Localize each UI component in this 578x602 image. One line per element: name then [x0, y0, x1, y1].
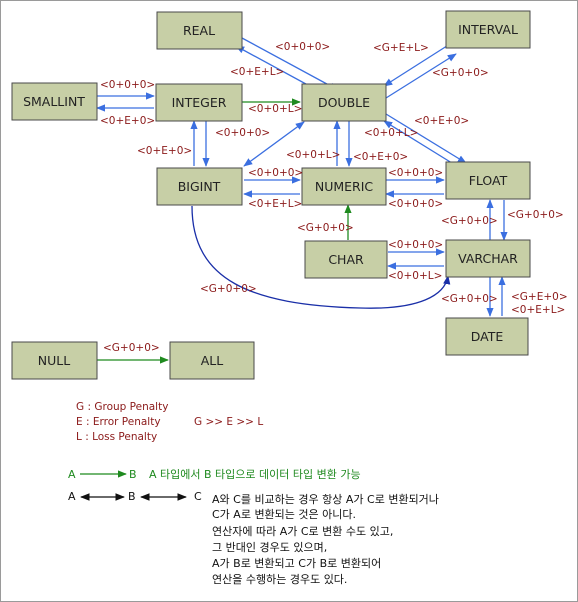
- node-all-label: ALL: [201, 353, 224, 368]
- node-real-label: REAL: [183, 23, 215, 38]
- label-date-to-varchar-1: <G+E+0>: [511, 291, 568, 303]
- edge-real-double: [241, 37, 339, 91]
- nodes: REAL INTERVAL SMALLINT INTEGER DOUBLE BI…: [11, 10, 531, 380]
- label-varchar-to-float: <G+0+0>: [441, 215, 498, 227]
- node-float-label: FLOAT: [469, 173, 508, 188]
- node-numeric: NUMERIC: [301, 167, 387, 206]
- node-double-label: DOUBLE: [318, 95, 370, 110]
- label-integer-to-bigint: <0+0+0>: [215, 127, 270, 139]
- node-interval: INTERVAL: [445, 10, 531, 49]
- legend-black-b: B: [128, 490, 136, 503]
- label-bigint-to-varchar: <G+0+0>: [200, 283, 257, 295]
- edge-double-float: [385, 113, 467, 164]
- label-numeric-to-bigint: <0+E+L>: [248, 198, 302, 210]
- node-double: DOUBLE: [301, 83, 387, 122]
- legend-error-penalty: E : Error Penalty: [76, 416, 161, 428]
- legend-group-penalty: G : Group Penalty: [76, 401, 168, 413]
- node-smallint-label: SMALLINT: [23, 94, 85, 109]
- node-all: ALL: [169, 341, 255, 380]
- label-null-to-all: <G+0+0>: [103, 342, 160, 354]
- node-date-label: DATE: [471, 329, 504, 344]
- node-date: DATE: [445, 317, 529, 356]
- label-date-to-varchar-2: <0+E+L>: [511, 304, 565, 316]
- label-double-to-numeric: <0+E+0>: [353, 151, 408, 163]
- label-smallint-to-integer: <0+0+0>: [100, 79, 155, 91]
- edge-labels: <0+0+0> <0+E+L> <G+E+L> <G+0+0> <0+0+0> …: [100, 41, 568, 354]
- label-varchar-to-char: <0+0+L>: [388, 270, 442, 282]
- legend-black-desc-line-2: C가 A로 변환되는 것은 아니다.: [212, 508, 356, 521]
- label-float-to-double: <0+0+L>: [364, 127, 418, 139]
- edge-interval-double: [383, 43, 451, 87]
- label-double-to-float: <0+E+0>: [414, 115, 469, 127]
- node-varchar-label: VARCHAR: [458, 251, 518, 266]
- legend-green-a: A: [68, 468, 76, 481]
- legend-penalty-order: G >> E >> L: [194, 416, 263, 428]
- node-bigint: BIGINT: [156, 167, 243, 206]
- node-smallint: SMALLINT: [11, 82, 98, 121]
- label-integer-to-smallint: <0+E+0>: [100, 115, 155, 127]
- node-float: FLOAT: [445, 161, 531, 200]
- label-double-to-interval: <G+0+0>: [432, 67, 489, 79]
- node-null: NULL: [11, 341, 98, 380]
- edge-double-interval: [385, 53, 457, 99]
- node-char: CHAR: [304, 240, 388, 279]
- node-char-label: CHAR: [328, 252, 364, 267]
- legend-black-desc-line-6: 연산을 수행하는 경우도 있다.: [212, 572, 347, 586]
- legend-black-a: A: [68, 490, 76, 503]
- legend-black-c: C: [194, 490, 202, 503]
- label-varchar-to-date: <G+0+0>: [441, 293, 498, 305]
- node-numeric-label: NUMERIC: [315, 179, 374, 194]
- node-interval-label: INTERVAL: [458, 22, 518, 37]
- legend-black-desc-line-3: 연산자에 따라 A가 C로 변환 수도 있고,: [212, 525, 393, 538]
- legend-loss-penalty: L : Loss Penalty: [76, 431, 157, 443]
- node-integer: INTEGER: [155, 83, 243, 122]
- legend-black-desc-line-5: A가 B로 변환되고 C가 B로 변환되어: [212, 557, 381, 570]
- label-bigint-to-numeric: <0+0+0>: [248, 167, 303, 179]
- legend: G : Group Penalty E : Error Penalty L : …: [68, 401, 439, 586]
- legend-black-desc-line-1: A와 C를 비교하는 경우 항상 A가 C로 변환되거나: [212, 492, 439, 506]
- label-char-to-numeric: <G+0+0>: [297, 222, 354, 234]
- edge-bigint-double: [243, 121, 305, 167]
- label-char-to-varchar: <0+0+0>: [388, 239, 443, 251]
- label-float-to-numeric: <0+0+0>: [388, 198, 443, 210]
- node-null-label: NULL: [38, 353, 70, 368]
- node-varchar: VARCHAR: [445, 239, 531, 278]
- node-real: REAL: [156, 11, 243, 50]
- legend-black-desc-line-4: 그 반대인 경우도 있으며,: [212, 541, 327, 554]
- label-real-to-double: <0+0+0>: [275, 41, 330, 53]
- label-numeric-to-float: <0+0+0>: [388, 167, 443, 179]
- legend-green-b: B: [129, 468, 137, 481]
- edge-float-double: [383, 120, 461, 169]
- node-integer-label: INTEGER: [172, 95, 227, 110]
- legend-green-description: A 타입에서 B 타입으로 데이터 타입 변환 가능: [149, 468, 361, 481]
- label-bigint-to-integer: <0+E+0>: [137, 145, 192, 157]
- label-float-to-varchar: <G+0+0>: [507, 209, 564, 221]
- node-bigint-label: BIGINT: [178, 179, 221, 194]
- label-integer-to-double: <0+0+L>: [248, 103, 302, 115]
- label-double-to-real: <0+E+L>: [230, 66, 284, 78]
- label-numeric-to-double: <0+0+L>: [286, 149, 340, 161]
- edge-bigint-varchar: [191, 205, 451, 309]
- label-interval-to-double: <G+E+L>: [373, 42, 429, 54]
- edges: [96, 37, 508, 364]
